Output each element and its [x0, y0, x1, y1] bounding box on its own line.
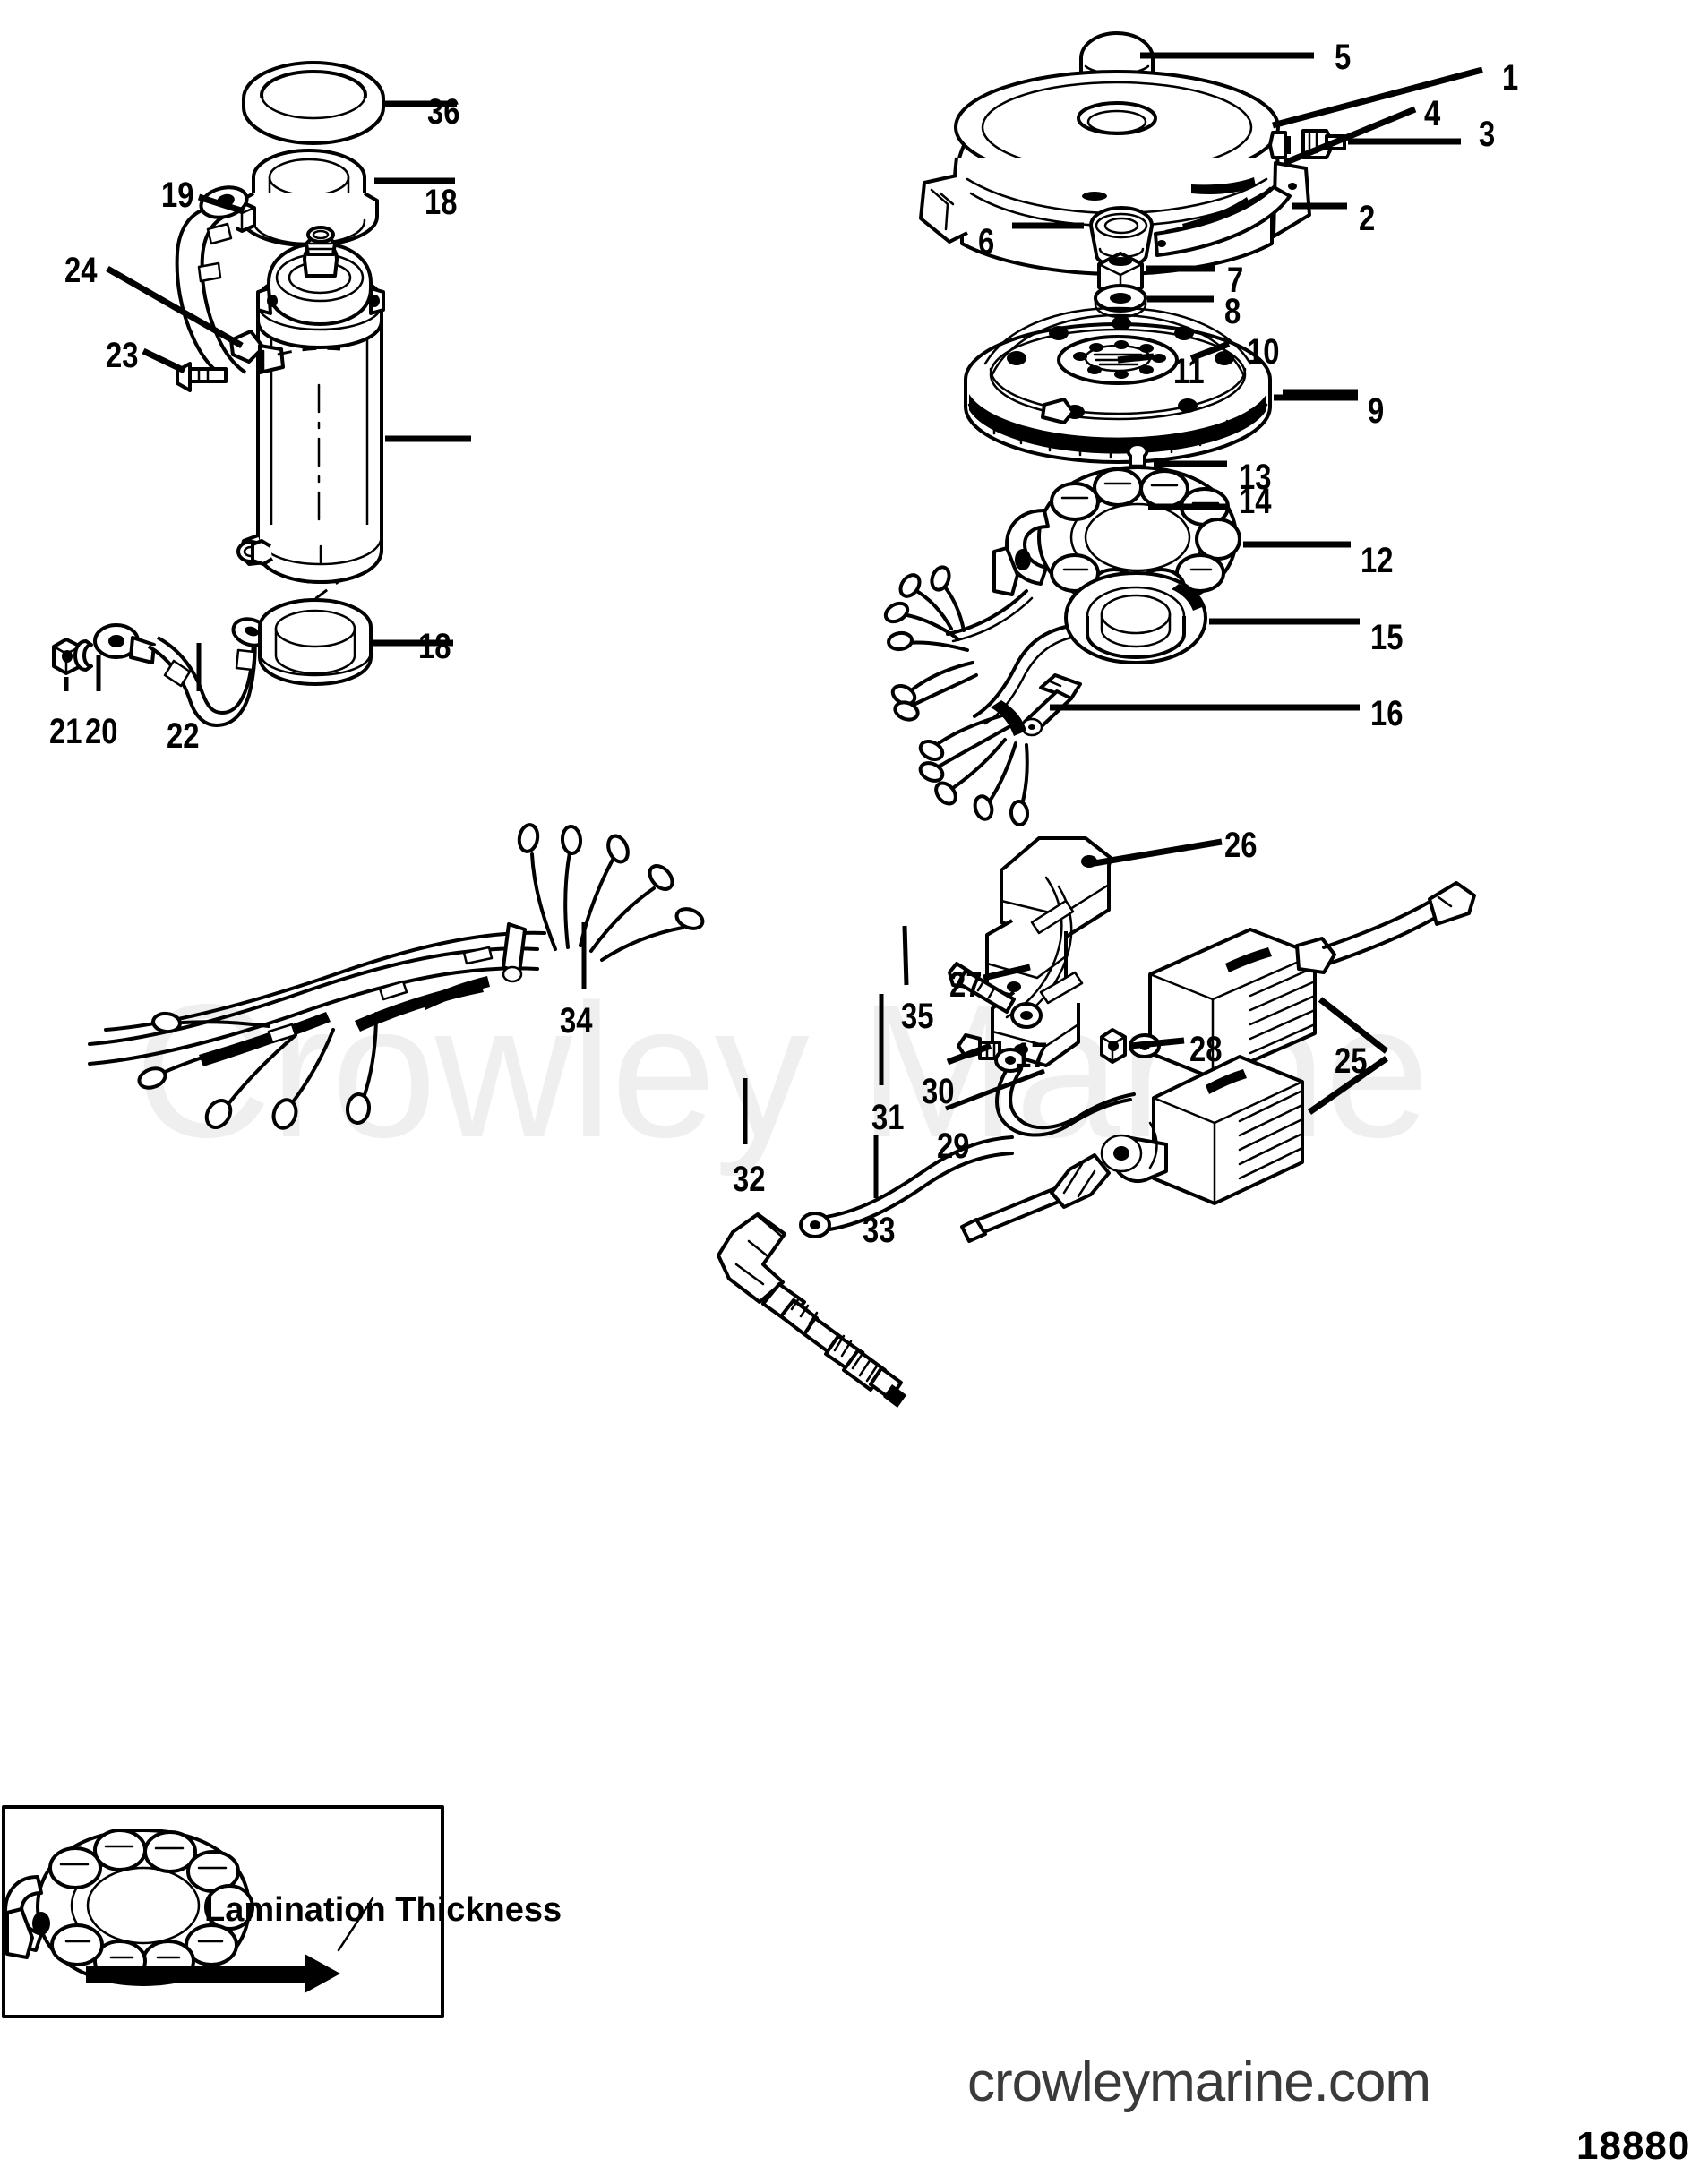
- callout-18-upper: 18: [425, 183, 458, 222]
- callout-16: 16: [1370, 694, 1404, 733]
- callout-15: 15: [1370, 618, 1404, 657]
- callout-29: 29: [937, 1126, 970, 1166]
- part-coil-bracket: [985, 836, 1112, 1067]
- callout-11: 11: [1173, 352, 1205, 391]
- callout-34: 34: [560, 1001, 593, 1041]
- callout-32: 32: [733, 1160, 766, 1199]
- part-nut-28: [1100, 1028, 1127, 1064]
- callout-9: 9: [1368, 391, 1385, 431]
- callout-17: 17: [1015, 1036, 1048, 1075]
- callout-6: 6: [978, 222, 995, 261]
- callout-36: 36: [427, 92, 460, 132]
- part-spark-plug: [779, 1297, 906, 1408]
- callout-31: 31: [871, 1098, 905, 1137]
- callout-10: 10: [1247, 332, 1280, 372]
- callout-33: 33: [863, 1211, 896, 1250]
- part-ignition-coil-lower: [960, 1055, 1304, 1243]
- callout-2: 2: [1359, 199, 1376, 238]
- inset-box: [2, 1805, 444, 2018]
- part-positive-cable: [175, 185, 285, 392]
- callout-26: 26: [1224, 826, 1258, 865]
- callout-21: 21: [49, 712, 82, 751]
- callout-3: 3: [1479, 115, 1496, 154]
- part-bushing: [1089, 206, 1154, 268]
- callout-35: 35: [901, 997, 934, 1036]
- part-ground-strap: [1020, 673, 1082, 737]
- callout-14: 14: [1239, 482, 1272, 521]
- part-bolt-27: [948, 962, 1043, 1029]
- callout-24: 24: [64, 251, 98, 290]
- callout-18-lower: 18: [418, 627, 451, 666]
- callout-25: 25: [1335, 1041, 1368, 1081]
- part-ground-wire: [799, 1135, 1014, 1238]
- diagram-number: 18880: [1576, 2124, 1691, 2168]
- assembly-guide-top: [277, 347, 341, 356]
- part-trigger: [973, 571, 1207, 725]
- callout-5: 5: [1335, 38, 1352, 77]
- part-stud-screw: [1268, 129, 1346, 159]
- callout-4: 4: [1424, 94, 1441, 133]
- part-stator: [946, 466, 1241, 643]
- callout-22: 22: [167, 716, 200, 756]
- callout-30: 30: [922, 1072, 955, 1111]
- callout-13: 13: [1239, 458, 1272, 497]
- part-flywheel: [964, 306, 1272, 464]
- site-url: crowleymarine.com: [967, 2051, 1431, 2113]
- part-starter-motor: [236, 226, 385, 584]
- callout-28: 28: [1189, 1030, 1223, 1069]
- part-ignition-coil-upper: [1148, 881, 1476, 1080]
- part-bushing-lower: [258, 598, 373, 686]
- callout-8: 8: [1224, 292, 1241, 331]
- callout-7: 7: [1227, 261, 1244, 300]
- stator-wire-leads: [883, 565, 1030, 826]
- callout-23: 23: [106, 336, 139, 375]
- part-wiring-harness: [88, 823, 705, 1130]
- callout-19: 19: [161, 176, 194, 215]
- part-o-ring: [242, 61, 385, 145]
- callout-1: 1: [1502, 58, 1519, 98]
- inset-label: Lamination Thickness: [204, 1891, 562, 1929]
- callout-12: 12: [1361, 541, 1394, 580]
- part-bushing-upper: [239, 149, 379, 247]
- part-ground-cable: [52, 617, 270, 727]
- callout-27: 27: [949, 965, 983, 1005]
- part-washer-8: [1094, 284, 1147, 319]
- leader-lines: [64, 52, 1483, 1198]
- part-flywheel-cover: [919, 70, 1311, 276]
- callout-20: 20: [85, 712, 118, 751]
